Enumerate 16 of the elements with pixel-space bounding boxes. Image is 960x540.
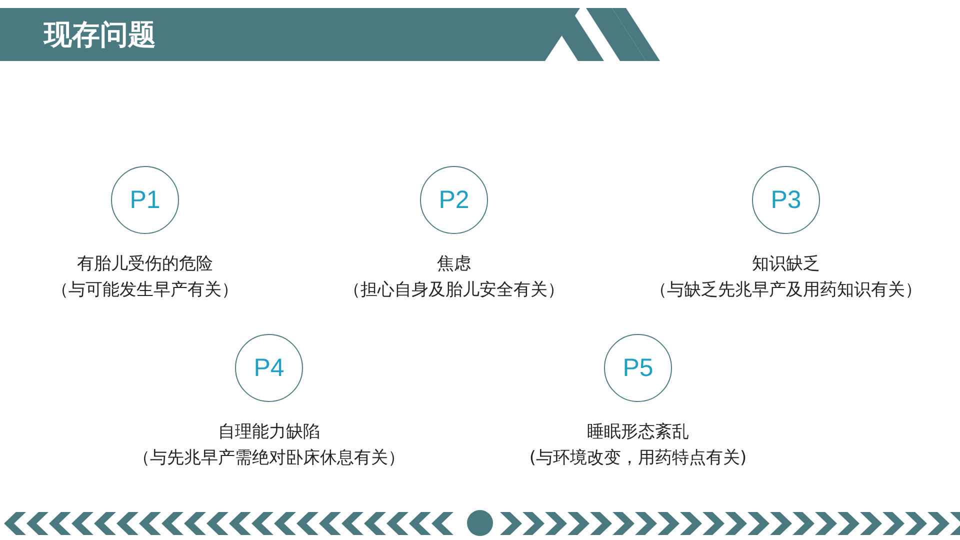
circle-marker: P1 bbox=[111, 166, 179, 234]
problem-heading: 睡眠形态紊乱 bbox=[586, 421, 690, 443]
problem-heading: 自理能力缺陷 bbox=[217, 421, 321, 443]
slide-title: 现存问题 bbox=[44, 17, 156, 53]
problem-cause: （担心自身及胎儿安全有关） bbox=[342, 279, 566, 301]
problem-cause: (与环境改变，用药特点有关) bbox=[528, 447, 748, 469]
problem-heading: 有胎儿受伤的危险 bbox=[76, 253, 214, 275]
circle-marker: P2 bbox=[420, 166, 488, 234]
problem-cause: （与缺乏先兆早产及用药知识有关） bbox=[649, 279, 923, 301]
circle-marker: P5 bbox=[604, 334, 672, 402]
circle-marker: P4 bbox=[235, 334, 303, 402]
circle-marker: P3 bbox=[752, 166, 820, 234]
problem-cause: （与可能发生早产有关） bbox=[50, 279, 240, 301]
problem-heading: 焦虑 bbox=[436, 253, 472, 275]
problem-cause: （与先兆早产需绝对卧床休息有关） bbox=[132, 447, 406, 469]
problem-heading: 知识缺乏 bbox=[751, 253, 821, 275]
